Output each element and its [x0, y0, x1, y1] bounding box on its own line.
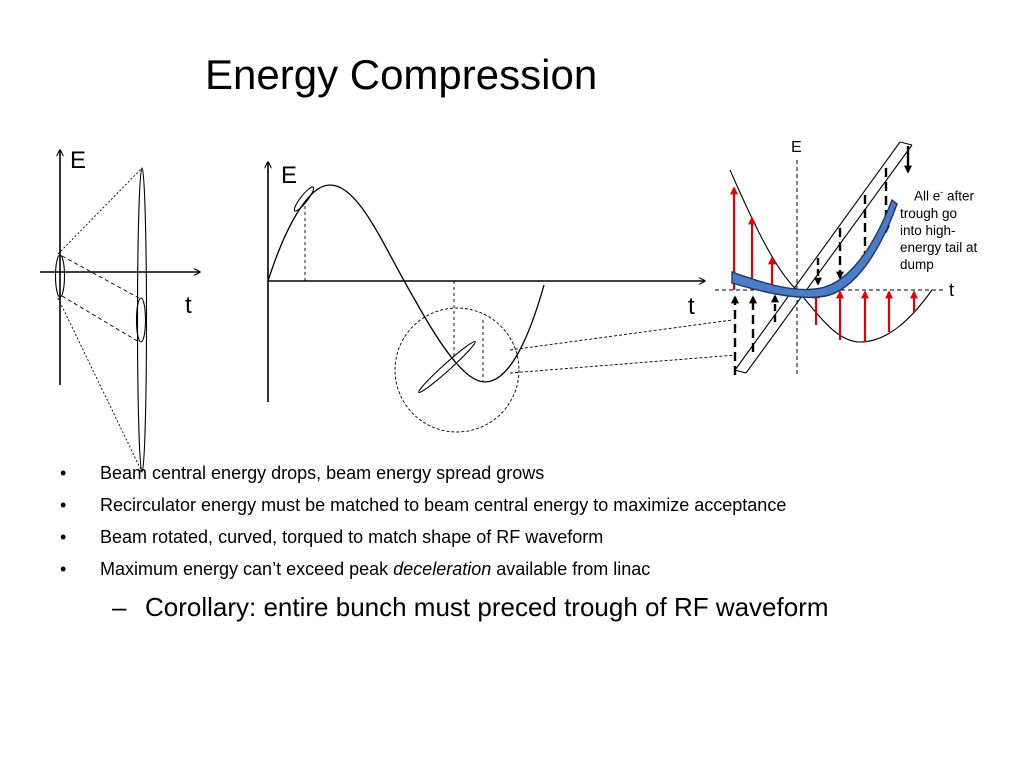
right-zoomed-trough-diagram: E t: [715, 139, 954, 375]
bullet-list: • Beam central energy drops, beam energy …: [60, 457, 1000, 585]
sub-bullet: – Corollary: entire bunch must preced tr…: [112, 589, 872, 625]
bullet-item: • Beam rotated, curved, torqued to match …: [60, 521, 1000, 553]
note-line: energy tail at: [900, 239, 978, 255]
middle-bunch-near-trough: [418, 340, 476, 394]
note-first-line: All e- after: [900, 184, 1000, 205]
middle-rf-waveform-diagram: E t: [267, 162, 737, 433]
left-small-beam-ellipse: [54, 254, 66, 298]
bullet-text-before: Maximum energy can’t exceed peak: [100, 559, 394, 579]
note-line: trough go: [900, 205, 958, 221]
left-mid-beam-ellipse: [135, 297, 147, 343]
bullet-item: • Beam central energy drops, beam energy …: [60, 457, 1000, 489]
note-line: dump: [900, 256, 934, 272]
left-projection-line: [61, 295, 140, 343]
zoom-circle: [394, 307, 520, 433]
phase-space-line: [745, 144, 913, 374]
right-t-label: t: [949, 280, 954, 300]
sub-bullet-dash: –: [112, 592, 127, 622]
bullet-text-after: available from linac: [491, 559, 651, 579]
bullet-marker: •: [60, 495, 67, 515]
left-t-label: t: [185, 292, 192, 319]
left-projection-line: [57, 297, 143, 473]
right-rf-curve: [729, 169, 933, 343]
zoom-connector-line: [509, 319, 733, 351]
bullet-text: Beam central energy drops, beam energy s…: [100, 463, 545, 483]
right-diagram-note: All e- after trough go into high- energy…: [900, 184, 1000, 273]
note-line: into high-: [900, 222, 956, 238]
right-e-label: E: [791, 139, 802, 156]
bullet-item: • Recirculator energy must be matched to …: [60, 489, 1000, 521]
bullet-marker: •: [60, 527, 67, 547]
rf-waveform-curve: [267, 184, 545, 383]
left-projection-line: [61, 255, 140, 299]
phase-space-line: [899, 141, 913, 146]
sub-bullet-text: Corollary: entire bunch must preced trou…: [145, 592, 829, 622]
blue-curved-bunch: [731, 198, 898, 299]
phase-space-line: [734, 141, 901, 371]
bullet-marker: •: [60, 463, 67, 483]
phase-space-line: [734, 369, 747, 374]
bullet-emphasis: deceleration: [393, 559, 492, 579]
bullet-marker: •: [60, 559, 67, 579]
middle-bunch-at-crest: [293, 186, 315, 212]
slide-title: Energy Compression: [205, 51, 598, 98]
left-phase-space-diagram: E t: [40, 147, 200, 473]
bullet-item: • Maximum energy can’t exceed peak decele…: [60, 553, 1000, 585]
bullet-text: Recirculator energy must be matched to b…: [100, 495, 787, 515]
zoom-connector-line: [509, 354, 737, 374]
middle-e-label: E: [281, 162, 297, 189]
bullet-text: Beam rotated, curved, torqued to match s…: [100, 527, 604, 547]
left-projection-line: [57, 167, 143, 255]
note-prefix: All e: [914, 188, 941, 204]
left-e-label: E: [70, 147, 86, 174]
note-superscript: -: [940, 187, 944, 197]
middle-t-label: t: [688, 293, 695, 320]
note-suffix: after: [947, 188, 975, 204]
